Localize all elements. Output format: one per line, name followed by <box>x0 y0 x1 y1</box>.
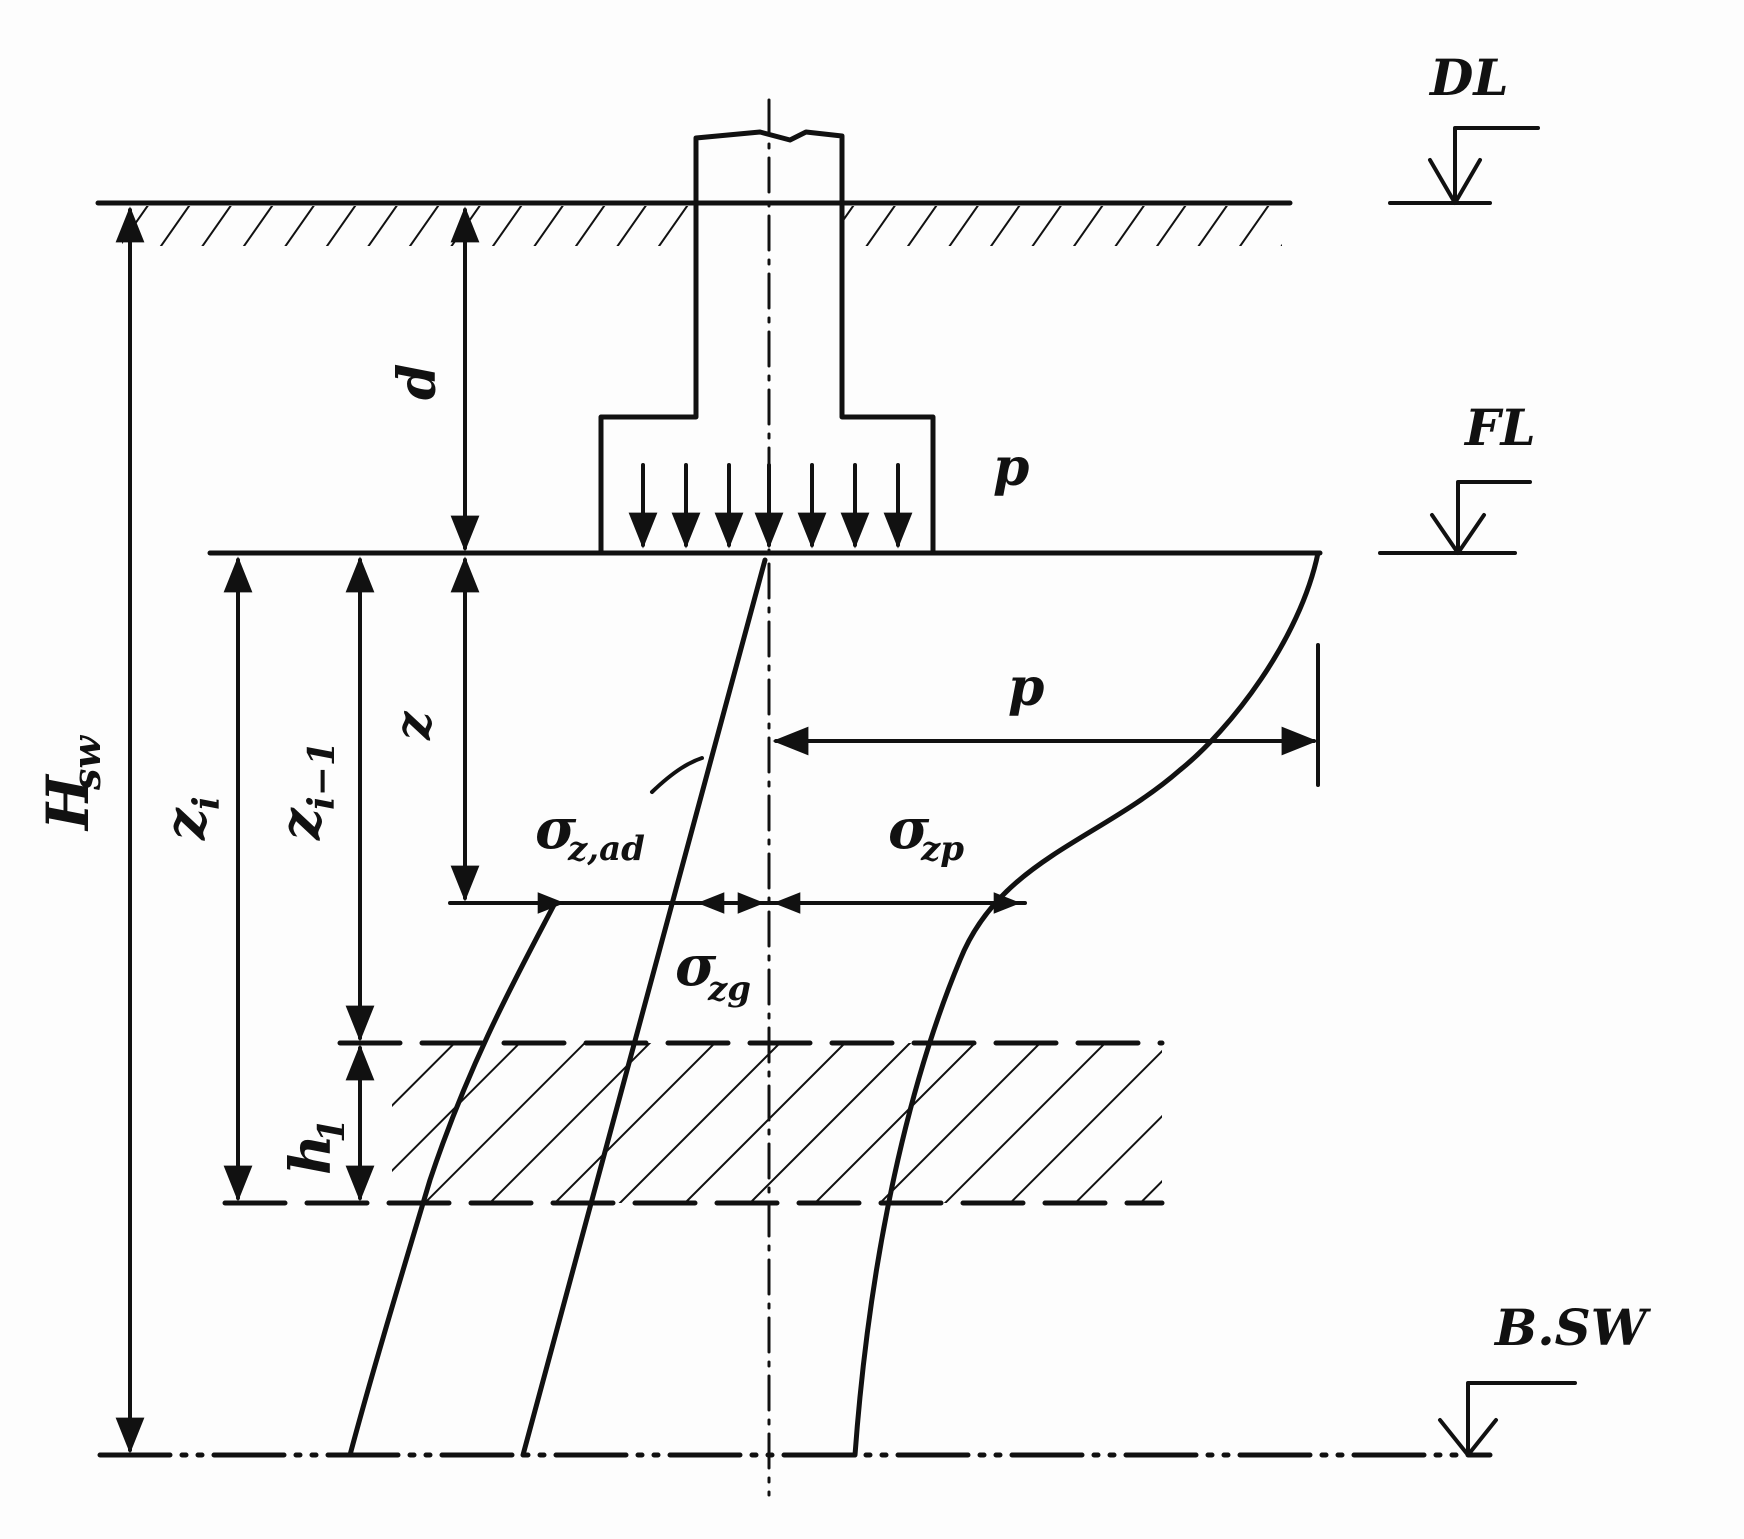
sigma-zg-line <box>520 557 768 1458</box>
bsw-label: B.SW <box>1493 1298 1652 1357</box>
zi-label: z i <box>153 796 228 841</box>
sigma-zad-label: σ z,ad <box>535 796 645 869</box>
soil-layer <box>222 1040 1165 1206</box>
p-right-label: p <box>1008 657 1044 718</box>
zi1-label: z i−1 <box>268 741 343 841</box>
d-label: d <box>387 364 448 400</box>
sigma-zp-curve <box>852 550 1321 1458</box>
soil-hatch-right <box>842 206 1282 246</box>
fl-label: FL <box>1463 398 1536 457</box>
sigma-zad-leader <box>650 756 704 794</box>
dl-level-marker <box>1388 126 1540 205</box>
sigma-zg-label: σ zg <box>675 933 751 1009</box>
dl-label: DL <box>1428 48 1509 107</box>
svg-text:z: z <box>153 807 219 841</box>
sigma-zp-label: σ zp <box>888 796 964 869</box>
svg-text:zg: zg <box>707 969 751 1009</box>
svg-text:σ: σ <box>888 796 930 862</box>
svg-text:zp: zp <box>920 829 964 869</box>
svg-text:z: z <box>268 807 334 841</box>
svg-text:i: i <box>186 796 228 810</box>
bsw-level-marker <box>1438 1381 1577 1457</box>
ground-surface <box>95 200 1293 246</box>
svg-text:z,ad: z,ad <box>567 829 645 869</box>
svg-text:1: 1 <box>311 1118 353 1143</box>
z-label: z <box>383 710 442 741</box>
p-top-label: p <box>993 437 1029 498</box>
svg-text:σ: σ <box>535 796 577 862</box>
svg-text:i−1: i−1 <box>301 741 343 810</box>
sigma-zad-curve <box>347 900 558 1458</box>
fl-level-marker <box>1378 480 1532 555</box>
svg-text:sw: sw <box>64 735 109 791</box>
soil-hatch-left <box>122 206 692 246</box>
hsw-label: H sw <box>34 735 109 832</box>
foundation-outline <box>598 129 936 556</box>
svg-text:H: H <box>34 773 102 832</box>
h1-label: h 1 <box>278 1118 353 1175</box>
svg-text:h: h <box>278 1134 344 1175</box>
pressure-arrows <box>628 463 913 549</box>
svg-text:σ: σ <box>675 933 717 999</box>
